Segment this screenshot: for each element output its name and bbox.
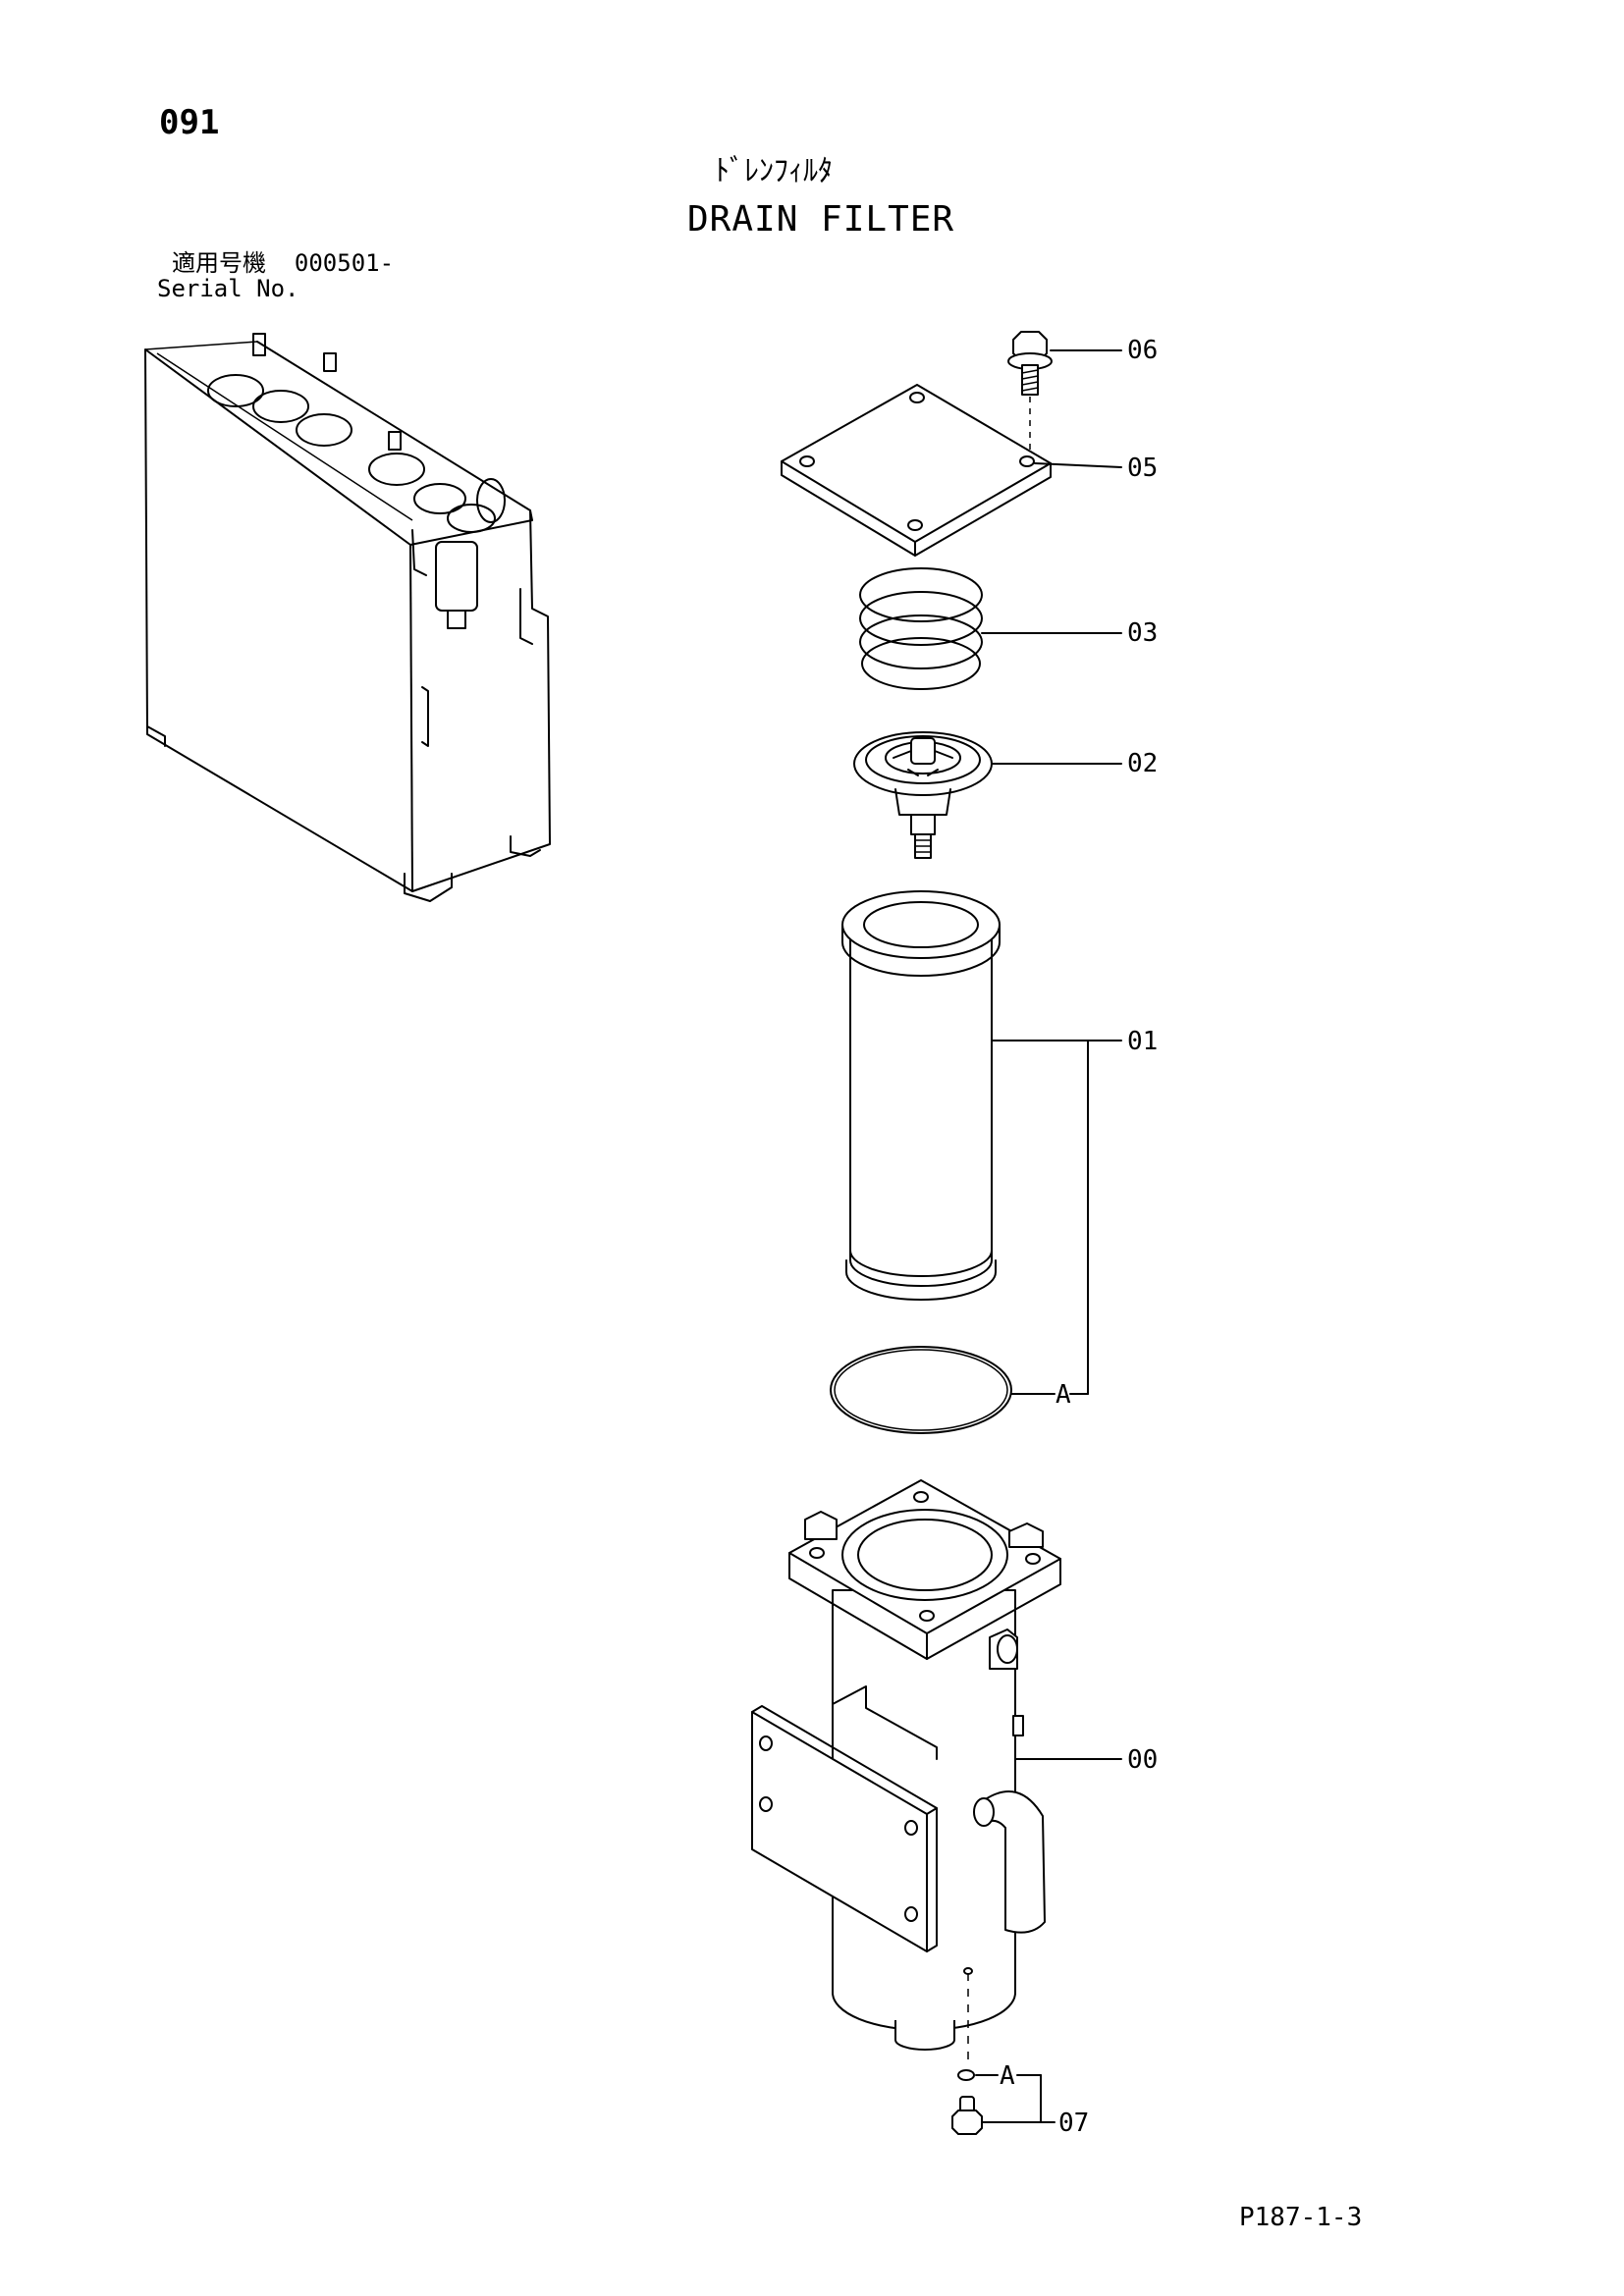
callout-07: 07	[1058, 2109, 1090, 2138]
footer-drawing-code: P187-1-3	[1239, 2203, 1363, 2232]
serial-value: 000501-	[294, 249, 395, 277]
part-03-spring	[859, 567, 1122, 690]
title-japanese: ﾄﾞﾚﾝﾌｨﾙﾀ	[715, 154, 833, 188]
part-02-valve	[853, 731, 1122, 859]
machine-location-illustration	[144, 333, 551, 902]
callout-06: 06	[1127, 336, 1159, 365]
callout-02: 02	[1127, 749, 1159, 778]
serial-label-japanese: 適用号機 000501-	[172, 251, 394, 275]
part-05-cover-plate	[781, 384, 1122, 557]
callout-03: 03	[1127, 618, 1159, 648]
serial-jp-label: 適用号機	[172, 249, 266, 277]
part-00-housing	[751, 1479, 1122, 2061]
part-01-filter-element	[841, 890, 1122, 1395]
part-06-bolt	[1007, 331, 1122, 452]
page-number: 091	[159, 103, 220, 142]
callout-01: 01	[1127, 1027, 1159, 1056]
title-english: DRAIN FILTER	[687, 199, 955, 240]
serial-label-english: Serial No.	[157, 275, 299, 302]
callout-a-plug-seal: A	[1000, 2061, 1015, 2091]
callout-00: 00	[1127, 1745, 1159, 1775]
part-07-drain-plug	[951, 2069, 1056, 2135]
callout-a-o-ring: A	[1056, 1380, 1071, 1410]
part-a-o-ring	[830, 1346, 1089, 1434]
callout-05: 05	[1127, 454, 1159, 483]
